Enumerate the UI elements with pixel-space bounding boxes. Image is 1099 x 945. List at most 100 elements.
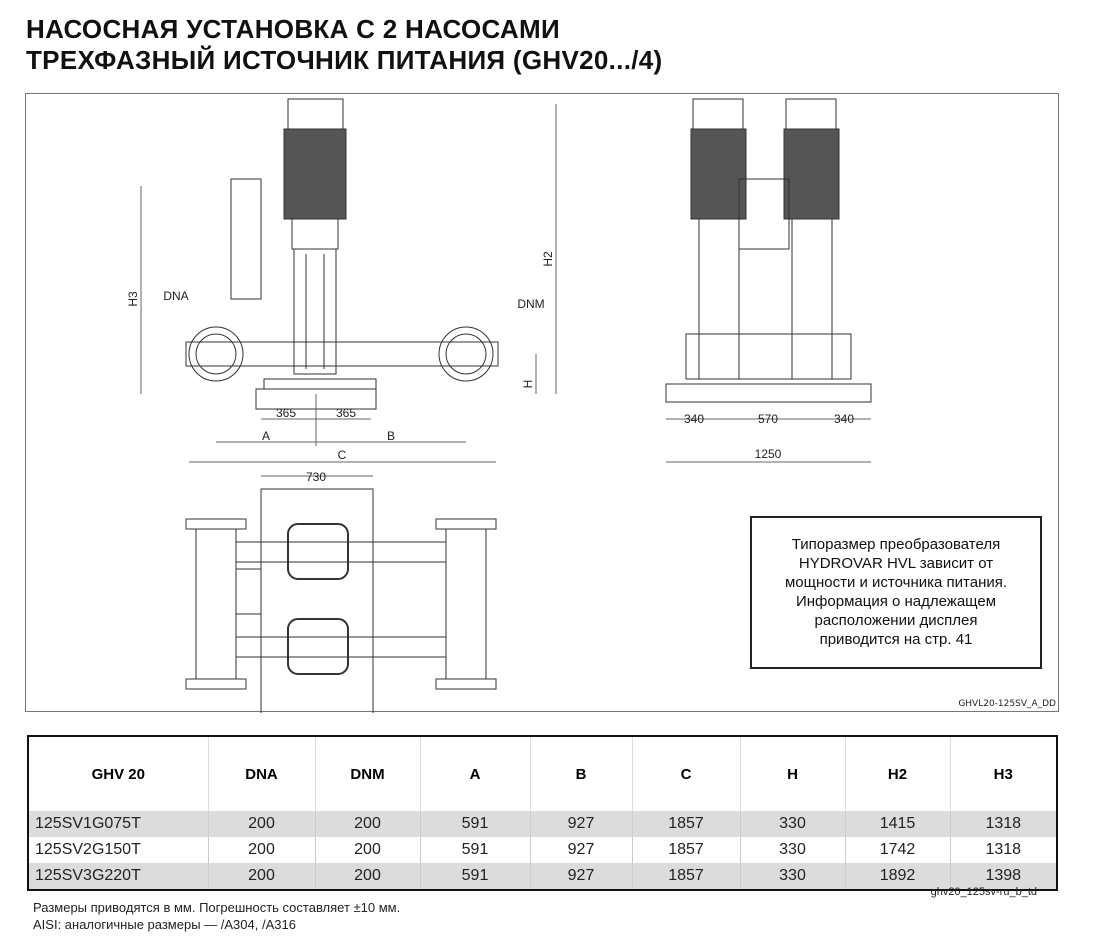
table-cell: 1318 bbox=[949, 811, 1057, 837]
table-cell: 330 bbox=[739, 837, 845, 863]
header-cell: H bbox=[739, 736, 845, 811]
table-cell: 591 bbox=[419, 863, 530, 890]
table-cell: 200 bbox=[207, 811, 315, 837]
page-title: НАСОСНАЯ УСТАНОВКА С 2 НАСОСАМИ ТРЕХФАЗН… bbox=[26, 14, 663, 75]
motor bbox=[690, 128, 747, 220]
note-line: HYDROVAR HVL зависит от bbox=[798, 555, 994, 572]
note-line: приводится на стр. 41 bbox=[819, 631, 973, 648]
pump-body bbox=[791, 218, 833, 380]
table-cell: 1892 bbox=[844, 863, 950, 890]
drive-unit bbox=[692, 98, 744, 130]
footnote-units: Размеры приводятся в мм. Погрешность сос… bbox=[33, 900, 401, 915]
table-cell: 1857 bbox=[631, 837, 740, 863]
label-365-left: 365 bbox=[275, 406, 297, 420]
label-dnm: DNM bbox=[517, 297, 545, 311]
motor-adapter bbox=[291, 218, 339, 250]
manifold-side bbox=[685, 333, 852, 380]
header-cell: DNM bbox=[314, 736, 420, 811]
manifold bbox=[185, 341, 499, 367]
label-dna: DNA bbox=[163, 289, 189, 303]
note-line: Типоразмер преобразователя bbox=[791, 536, 1001, 553]
discharge-flange-inner bbox=[445, 333, 487, 375]
header-cell: A bbox=[419, 736, 530, 811]
base-frame-side bbox=[665, 383, 872, 403]
header-cell: H2 bbox=[844, 736, 950, 811]
table-code: ghv20_125sv-ru_b_td bbox=[930, 886, 1037, 898]
front-view bbox=[140, 98, 557, 463]
header-cell: H3 bbox=[949, 736, 1057, 811]
label-h2: H2 bbox=[541, 251, 555, 267]
table-cell: 200 bbox=[207, 837, 315, 863]
table-cell: 1857 bbox=[631, 811, 740, 837]
label-340-right: 340 bbox=[833, 412, 855, 426]
control-box-side bbox=[738, 178, 790, 250]
flange-top bbox=[185, 518, 247, 530]
base-frame-top bbox=[260, 488, 374, 713]
discharge-flange bbox=[438, 326, 494, 382]
control-box-top bbox=[235, 568, 262, 615]
table-cell: 927 bbox=[529, 837, 632, 863]
label-730: 730 bbox=[305, 470, 327, 484]
control-box bbox=[230, 178, 262, 300]
suction-flange-inner bbox=[195, 333, 237, 375]
table-cell: 200 bbox=[314, 811, 420, 837]
label-1250: 1250 bbox=[754, 447, 782, 461]
pump-body bbox=[293, 248, 337, 375]
table-cell: 591 bbox=[419, 837, 530, 863]
table-cell: 591 bbox=[419, 811, 530, 837]
base-plate bbox=[263, 378, 377, 390]
suction-manifold-top bbox=[195, 528, 237, 680]
technical-drawing bbox=[140, 98, 872, 713]
label-h: H bbox=[521, 379, 535, 389]
table-cell: 1318 bbox=[949, 837, 1057, 863]
pump-top bbox=[287, 523, 349, 580]
label-340-left: 340 bbox=[683, 412, 705, 426]
table-cell: 1398 bbox=[949, 863, 1057, 890]
discharge-manifold-top bbox=[445, 528, 487, 680]
table-cell: 1415 bbox=[844, 811, 950, 837]
flange-top bbox=[435, 678, 497, 690]
table-cell: 927 bbox=[529, 811, 632, 837]
table-cell: 125SV1G075T bbox=[28, 811, 208, 837]
hydrovar-note: Типоразмер преобразователя HYDROVAR HVL … bbox=[750, 516, 1042, 669]
footnote-aisi: AISI: аналогичные размеры — /A304, /A316 bbox=[33, 917, 296, 932]
header-cell: DNA bbox=[207, 736, 315, 811]
table-cell: 200 bbox=[207, 863, 315, 890]
pipe-top bbox=[235, 636, 447, 658]
drawing-code: GHVL20-125SV_A_DD bbox=[958, 699, 1056, 709]
suction-flange bbox=[188, 326, 244, 382]
note-line: Информация о надлежащем bbox=[795, 593, 997, 610]
side-view bbox=[665, 98, 872, 463]
table-cell: 1742 bbox=[844, 837, 950, 863]
top-view bbox=[185, 475, 497, 713]
label-a: A bbox=[261, 429, 271, 443]
drawing-frame: DNA DNM 365 365 A B C H3 H2 H 340 570 34… bbox=[25, 93, 1059, 713]
header-cell: GHV 20 bbox=[91, 765, 145, 783]
motor bbox=[283, 128, 347, 220]
motor bbox=[783, 128, 840, 220]
pump-top bbox=[287, 618, 349, 675]
drive-unit bbox=[287, 98, 344, 130]
flange-top bbox=[435, 518, 497, 530]
drive-unit bbox=[785, 98, 837, 130]
label-365-right: 365 bbox=[335, 406, 357, 420]
table-cell: 927 bbox=[529, 863, 632, 890]
dimensions-table: GHV 20 DNA DNM A B C H H2 H3 125SV1G075T… bbox=[27, 735, 1058, 891]
table-cell: 330 bbox=[739, 863, 845, 890]
header-cell: C bbox=[631, 736, 740, 811]
table-cell: 1857 bbox=[631, 863, 740, 890]
pipe-top bbox=[235, 541, 447, 563]
note-line: расположении дисплея bbox=[814, 612, 978, 629]
label-b: B bbox=[386, 429, 396, 443]
table-cell: 125SV3G220T bbox=[28, 863, 208, 890]
header-cell: B bbox=[529, 736, 632, 811]
table-header-row: GHV 20 DNA DNM A B C H H2 H3 bbox=[28, 736, 1057, 811]
label-570: 570 bbox=[757, 412, 779, 426]
pump-body bbox=[698, 218, 740, 380]
label-c: C bbox=[337, 448, 347, 462]
flange-top bbox=[185, 678, 247, 690]
label-h3: H3 bbox=[126, 291, 140, 307]
